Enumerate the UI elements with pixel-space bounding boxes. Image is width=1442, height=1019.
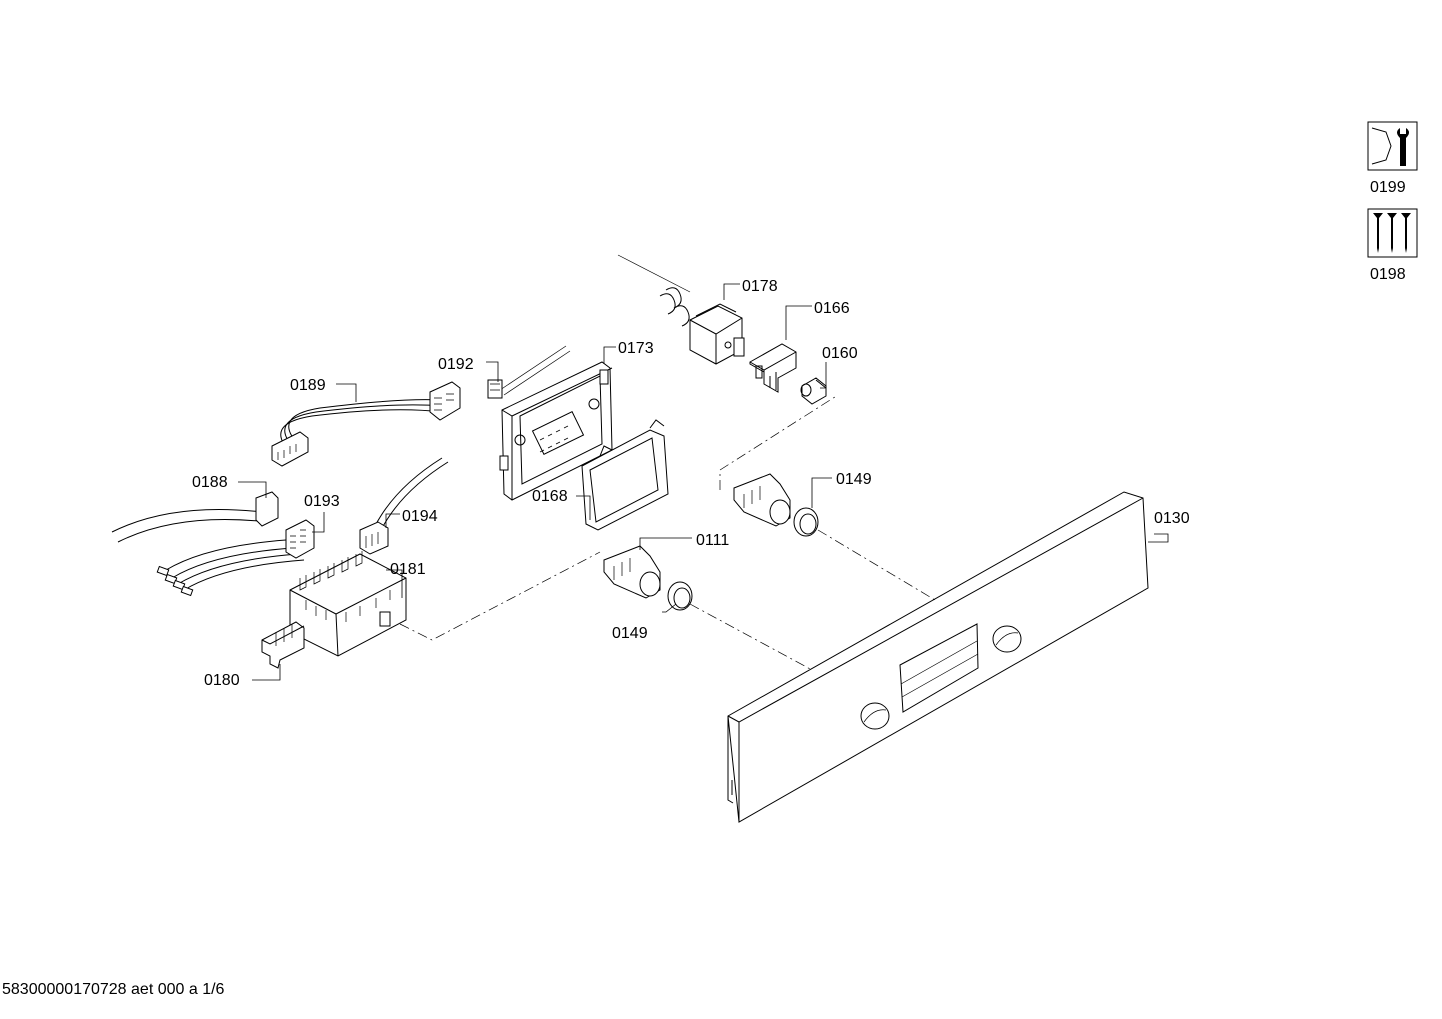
leader-lines bbox=[238, 283, 1169, 681]
tool-icon bbox=[1367, 121, 1418, 171]
part-labels: 0178 0166 0160 0192 0173 0189 0188 0193 … bbox=[192, 278, 1190, 689]
label-0194: 0194 bbox=[402, 508, 438, 525]
rotary-switch-lower-part bbox=[603, 545, 661, 599]
label-0180: 0180 bbox=[204, 672, 240, 689]
bracket-part bbox=[749, 343, 797, 393]
module-frame-part bbox=[487, 345, 613, 501]
label-0111: 0111 bbox=[696, 532, 729, 549]
clip-part bbox=[261, 621, 305, 669]
label-0192: 0192 bbox=[438, 356, 474, 373]
label-0130: 0130 bbox=[1154, 510, 1190, 527]
label-0166: 0166 bbox=[814, 300, 850, 317]
assembly-lines bbox=[399, 394, 936, 671]
plug-part bbox=[359, 457, 449, 555]
ring-upper-part bbox=[793, 507, 819, 537]
lamp-part bbox=[800, 377, 827, 405]
label-0188: 0188 bbox=[192, 474, 228, 491]
gasket-part bbox=[581, 419, 669, 531]
tool-label: 0199 bbox=[1370, 179, 1406, 196]
wire-harness-part bbox=[271, 381, 461, 467]
screws-icon bbox=[1367, 208, 1418, 258]
wire-connector-part bbox=[111, 491, 279, 543]
label-0189: 0189 bbox=[290, 377, 326, 394]
label-0149-upper: 0149 bbox=[836, 471, 872, 488]
terminal-block-part bbox=[289, 551, 407, 657]
leads-connector-part bbox=[156, 519, 315, 597]
document-id: 58300000170728 aet 000 a 1/6 bbox=[2, 981, 225, 998]
label-0149-lower: 0149 bbox=[612, 625, 648, 642]
label-0173: 0173 bbox=[618, 340, 654, 357]
label-0168: 0168 bbox=[532, 488, 568, 505]
label-0181: 0181 bbox=[390, 561, 426, 578]
thermostat-part bbox=[617, 254, 745, 365]
screws-label: 0198 bbox=[1370, 266, 1406, 283]
label-0178: 0178 bbox=[742, 278, 778, 295]
control-panel-part bbox=[727, 491, 1149, 823]
rotary-switch-upper-part bbox=[733, 473, 791, 527]
ring-lower-part bbox=[667, 581, 693, 611]
label-0160: 0160 bbox=[822, 345, 858, 362]
label-0193: 0193 bbox=[304, 493, 340, 510]
